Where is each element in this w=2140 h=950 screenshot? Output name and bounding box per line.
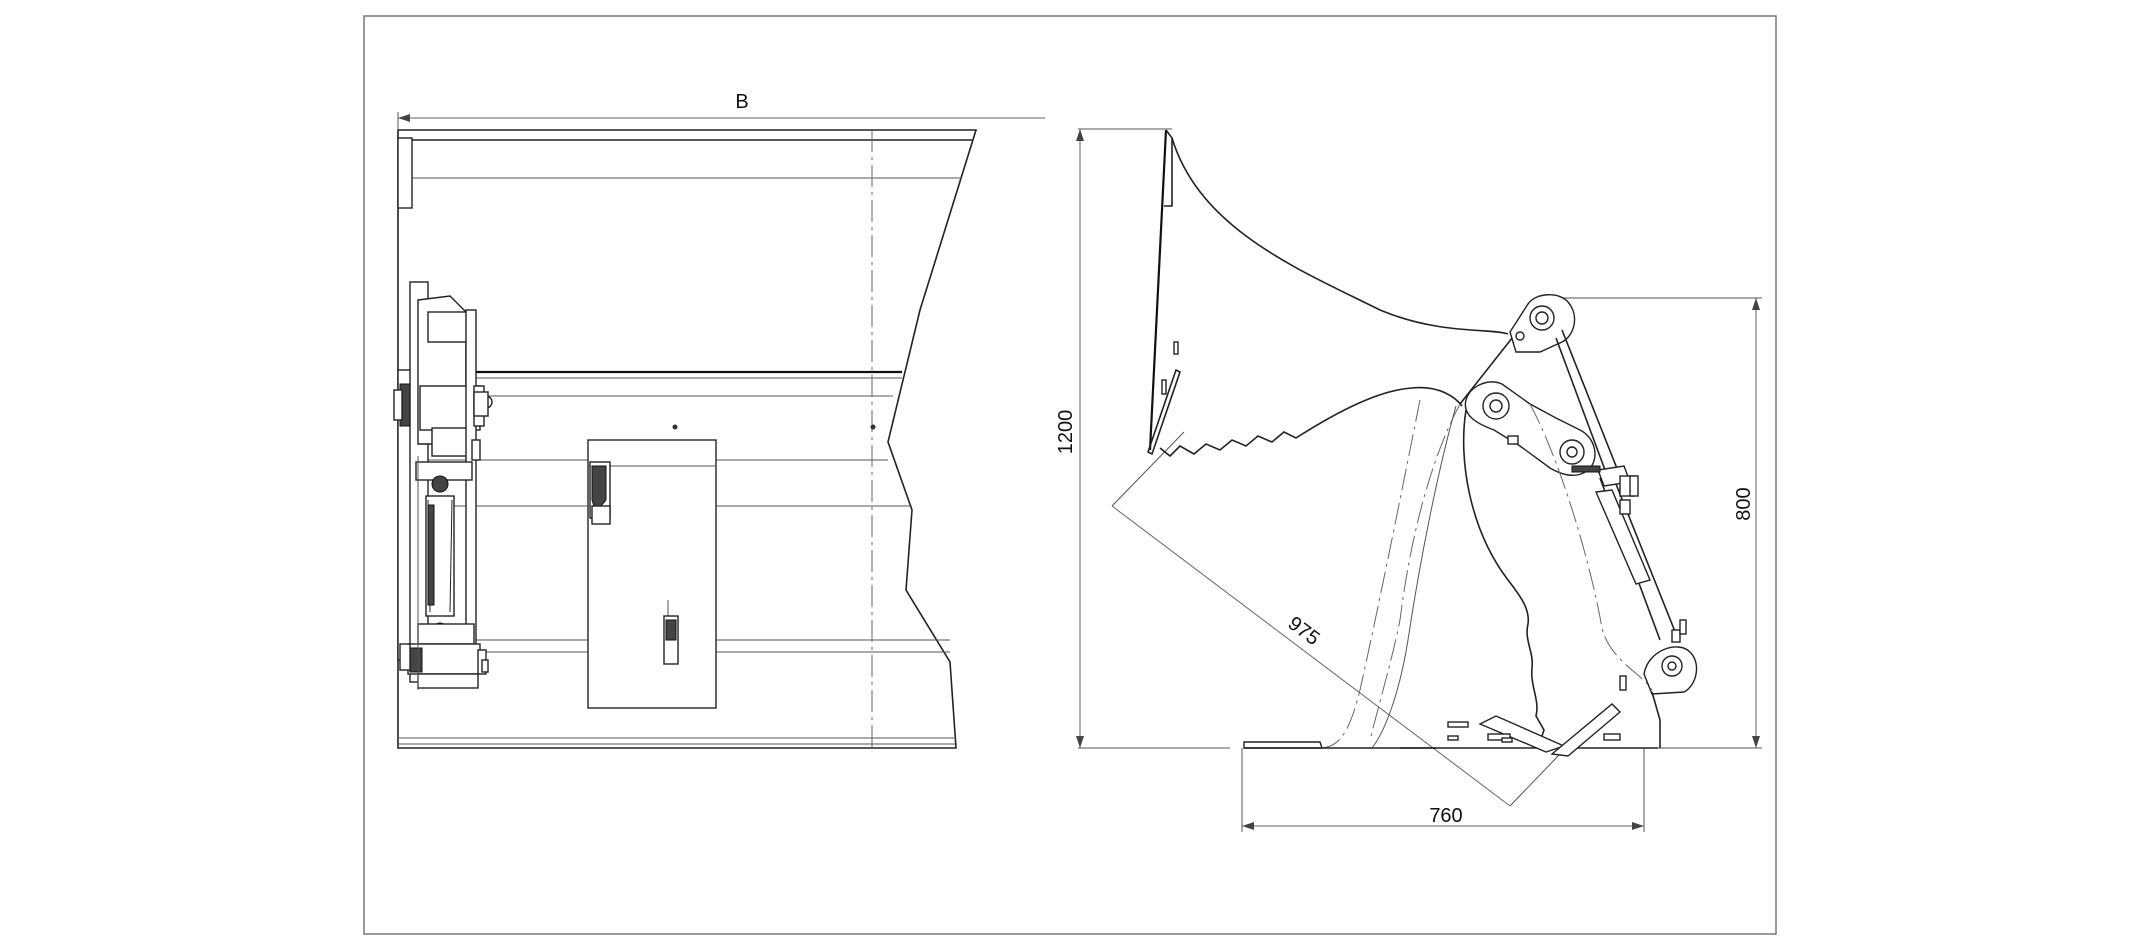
dimension-760-label: 760 <box>1429 805 1462 827</box>
dimension-b-label: B <box>735 91 748 113</box>
bucket-top-view: B <box>393 91 1045 749</box>
dimension-800-label: 800 <box>1733 487 1755 520</box>
dimension-1200-label: 1200 <box>1055 410 1077 455</box>
drawing-frame <box>363 15 1777 935</box>
dimension-975-label: 975 <box>1284 612 1324 650</box>
bucket-side-view: 1200 800 760 975 <box>1055 128 1762 832</box>
